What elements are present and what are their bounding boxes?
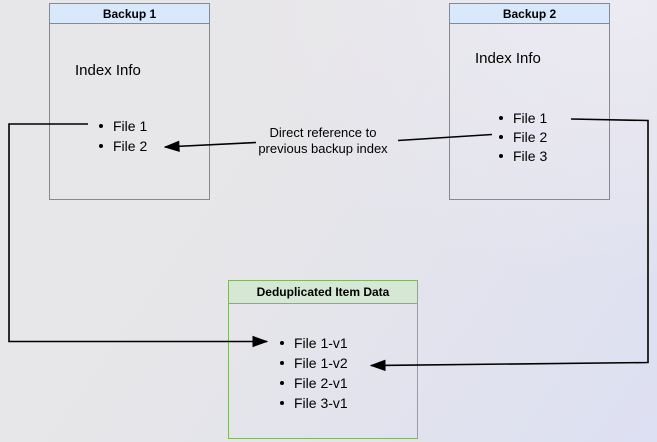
bullet-icon: [280, 341, 284, 345]
list-item: File 2-v1: [280, 373, 417, 393]
list-item: File 3: [499, 146, 609, 165]
bullet-icon: [99, 144, 103, 148]
bullet-icon: [499, 115, 503, 120]
backup1-file-list: File 1 File 2: [50, 116, 209, 156]
bullet-icon: [280, 401, 284, 405]
bullet-icon: [280, 361, 284, 365]
backup2-title: Backup 2: [450, 4, 609, 24]
list-item-label: File 2: [113, 138, 148, 154]
list-item: File 2: [99, 136, 209, 156]
list-item-label: File 1-v1: [294, 335, 348, 351]
direct-reference-label: Direct reference to previous backup inde…: [258, 125, 388, 156]
list-item: File 1: [499, 108, 609, 127]
bullet-icon: [499, 134, 503, 139]
dedup-title: Deduplicated Item Data: [229, 281, 417, 304]
backup1-subtitle: Index Info: [75, 62, 141, 79]
list-item: File 2: [499, 127, 609, 146]
dedup-box: Deduplicated Item Data File 1-v1 File 1-…: [228, 280, 418, 439]
list-item-label: File 1-v2: [294, 355, 348, 371]
backup2-box: Backup 2 Index Info File 1 File 2 File 3: [449, 3, 610, 200]
list-item-label: File 3-v1: [294, 395, 348, 411]
backup2-subtitle: Index Info: [475, 50, 541, 67]
list-item-label: File 2-v1: [294, 375, 348, 391]
list-item: File 1-v1: [280, 333, 417, 353]
dedup-file-list: File 1-v1 File 1-v2 File 2-v1 File 3-v1: [229, 333, 417, 413]
list-item: File 1: [99, 116, 209, 136]
list-item-label: File 1: [113, 118, 148, 134]
bullet-icon: [280, 381, 284, 385]
list-item-label: File 2: [513, 128, 548, 145]
bullet-icon: [499, 153, 503, 158]
list-item: File 1-v2: [280, 353, 417, 373]
bullet-icon: [99, 124, 103, 128]
backup2-file-list: File 1 File 2 File 3: [450, 108, 609, 165]
list-item-label: File 1: [513, 109, 548, 126]
list-item-label: File 3: [513, 147, 548, 164]
backup1-title: Backup 1: [50, 4, 209, 24]
backup1-box: Backup 1 Index Info File 1 File 2: [49, 3, 210, 200]
list-item: File 3-v1: [280, 393, 417, 413]
